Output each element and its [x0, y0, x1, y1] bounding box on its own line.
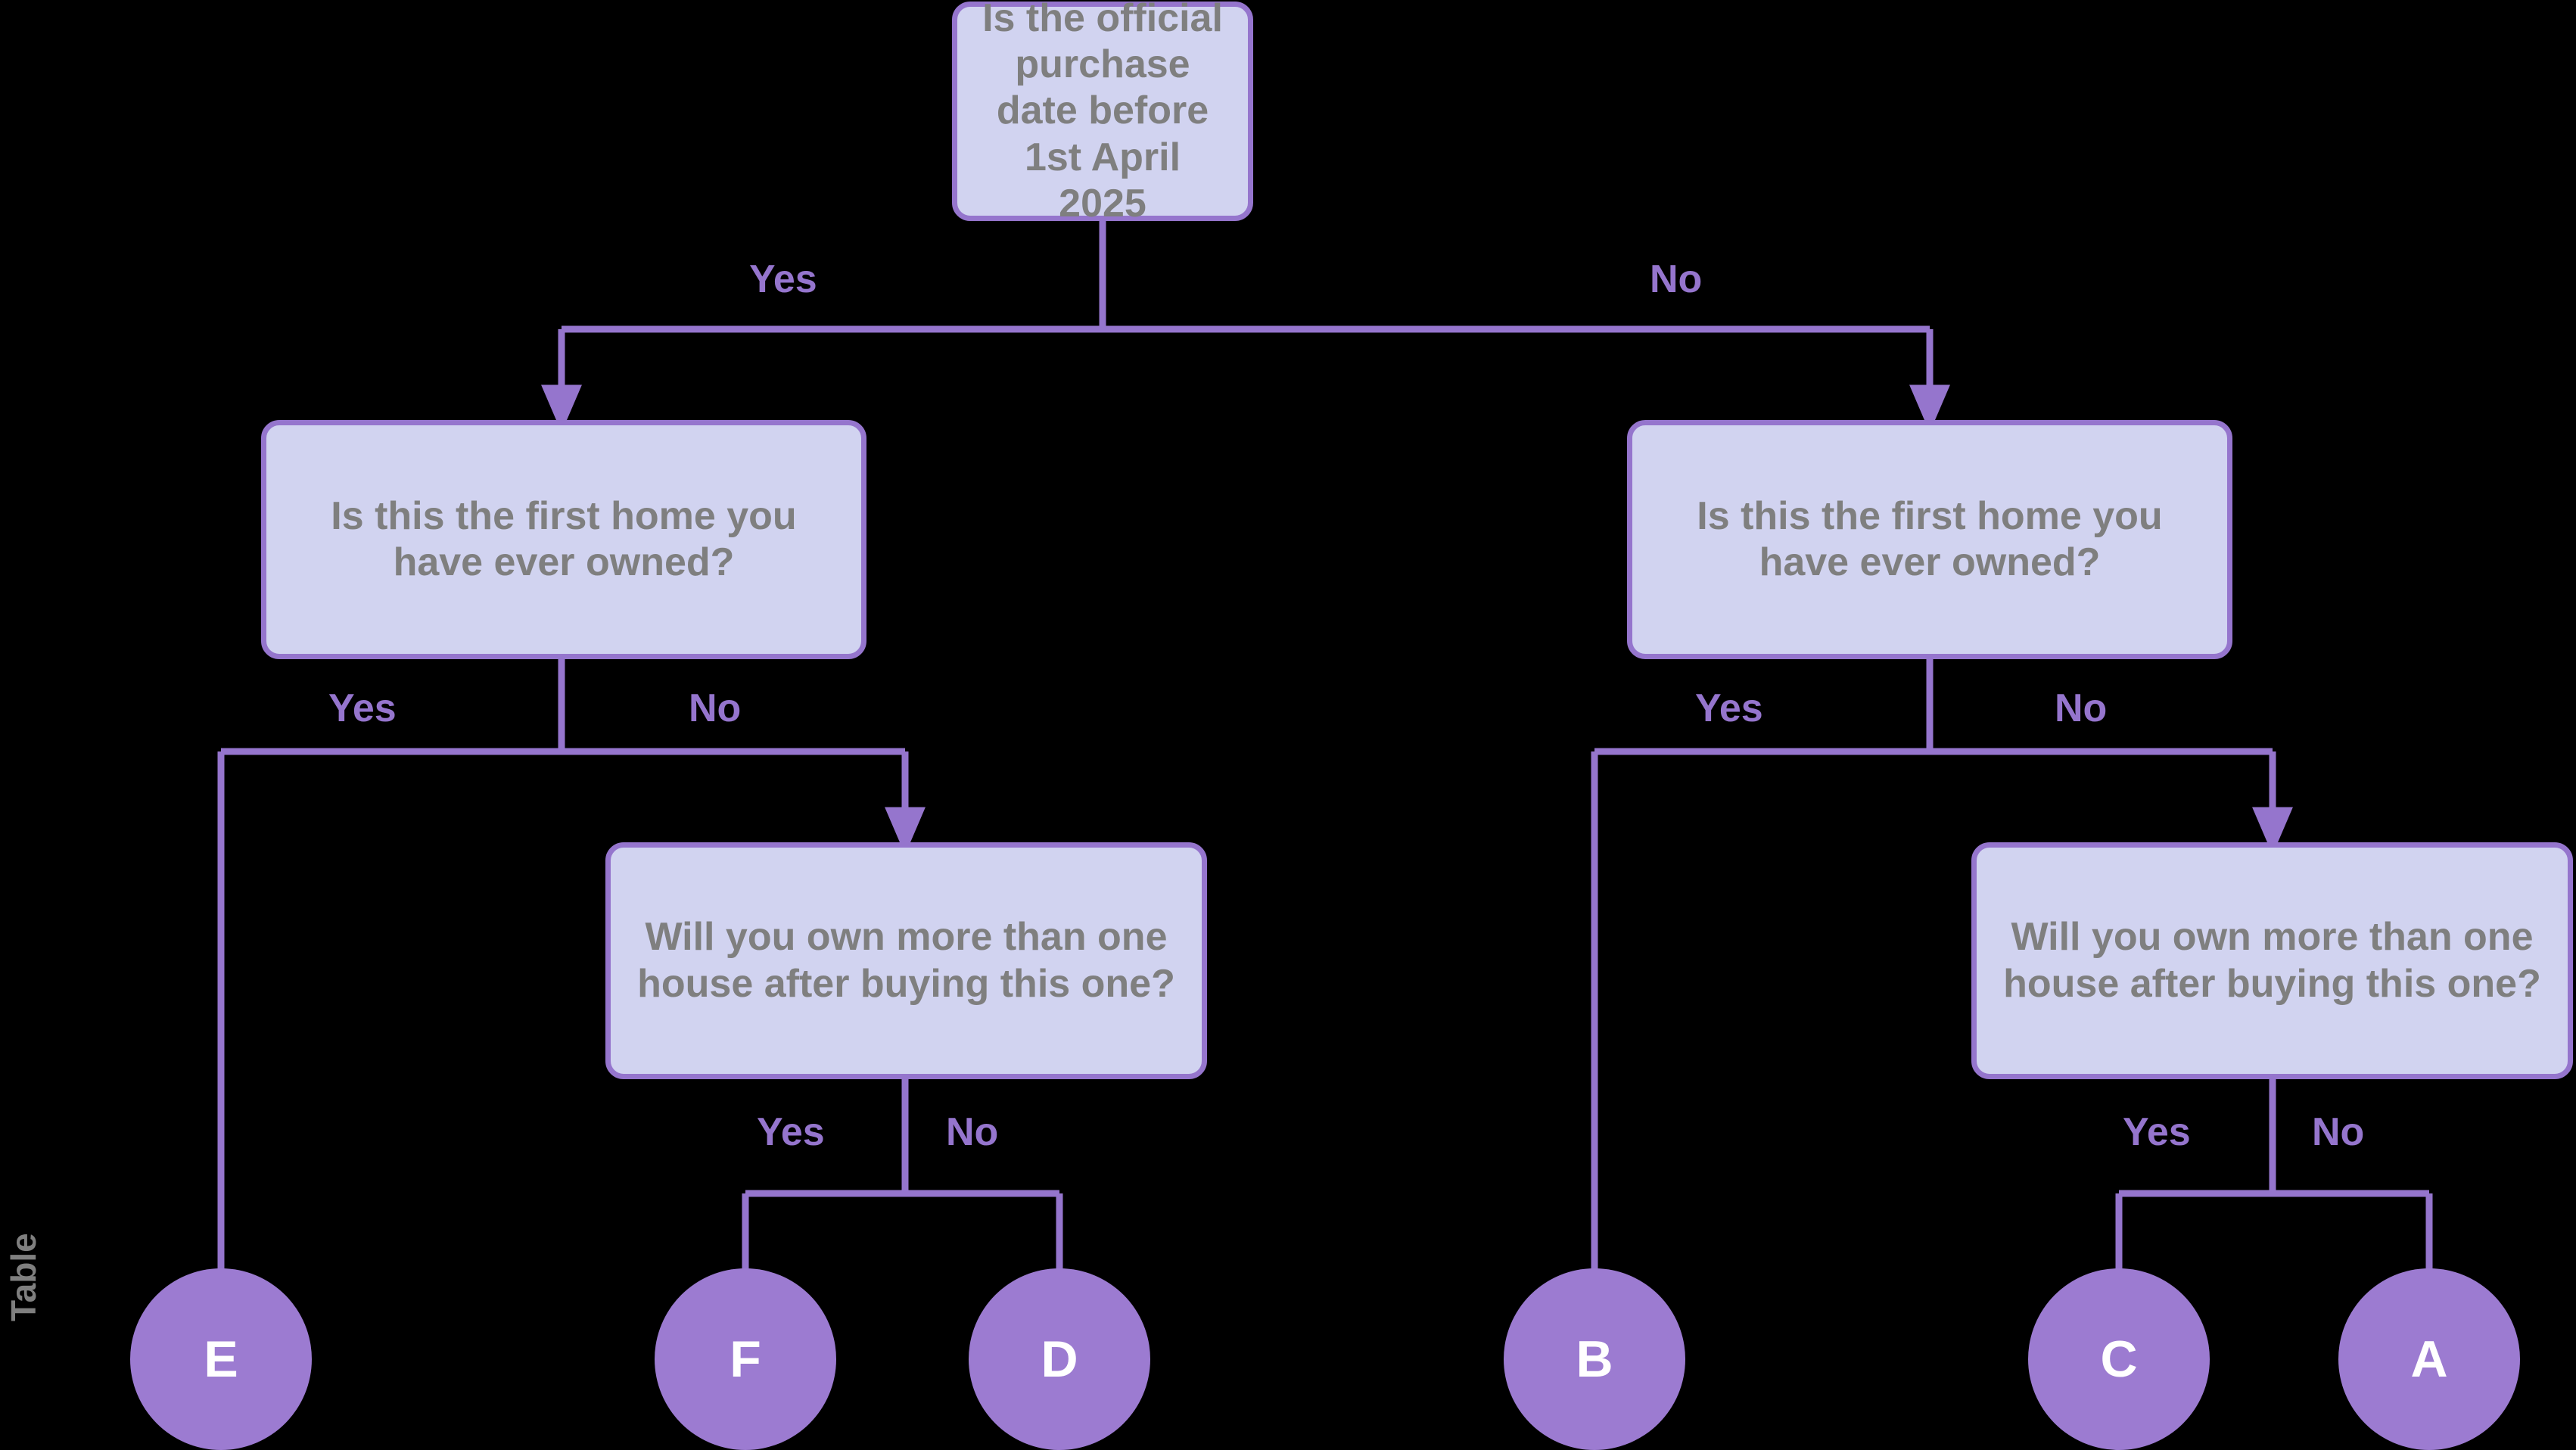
edge-label-right-l2-no: No	[2055, 686, 2108, 730]
outcome-node-f[interactable]: F	[655, 1268, 836, 1450]
edge-label-left-l3-yes: Yes	[757, 1110, 825, 1154]
node-left-more-than-one-house-label: Will you own more than one house after b…	[637, 915, 1175, 1006]
table-caption: Table	[4, 1233, 43, 1321]
outcome-node-e[interactable]: E	[130, 1268, 312, 1450]
node-right-first-home[interactable]: Is this the first home you have ever own…	[1627, 420, 2232, 659]
outcome-node-c[interactable]: C	[2028, 1268, 2210, 1450]
outcome-label-b: B	[1576, 1330, 1613, 1388]
outcome-node-b[interactable]: B	[1504, 1268, 1685, 1450]
edge-label-root-yes: Yes	[749, 257, 817, 301]
node-left-first-home[interactable]: Is this the first home you have ever own…	[261, 420, 866, 659]
node-right-first-home-label: Is this the first home you have ever own…	[1697, 493, 2163, 584]
edge-label-right-l2-yes: Yes	[1695, 686, 1763, 730]
outcome-label-e: E	[204, 1330, 238, 1388]
outcome-node-d[interactable]: D	[969, 1268, 1150, 1450]
node-root-label: Is the official purchase date before 1st…	[982, 0, 1223, 226]
edge-label-right-l3-no: No	[2312, 1110, 2365, 1154]
edge-label-root-no: No	[1650, 257, 1703, 301]
node-right-more-than-one-house-label: Will you own more than one house after b…	[2003, 915, 2541, 1006]
node-left-first-home-label: Is this the first home you have ever own…	[331, 493, 797, 584]
outcome-label-c: C	[2100, 1330, 2138, 1388]
outcome-label-f: F	[730, 1330, 761, 1388]
edge-label-right-l3-yes: Yes	[2123, 1110, 2191, 1154]
outcome-node-a[interactable]: A	[2338, 1268, 2520, 1450]
edge-label-left-l2-no: No	[689, 686, 742, 730]
node-right-more-than-one-house[interactable]: Will you own more than one house after b…	[1971, 842, 2573, 1079]
node-root-question[interactable]: Is the official purchase date before 1st…	[952, 0, 1253, 226]
node-left-more-than-one-house[interactable]: Will you own more than one house after b…	[605, 842, 1207, 1079]
edge-label-left-l2-yes: Yes	[328, 686, 397, 730]
outcome-label-d: D	[1041, 1330, 1078, 1388]
edge-label-left-l3-no: No	[946, 1110, 999, 1154]
outcome-label-a: A	[2410, 1330, 2448, 1388]
